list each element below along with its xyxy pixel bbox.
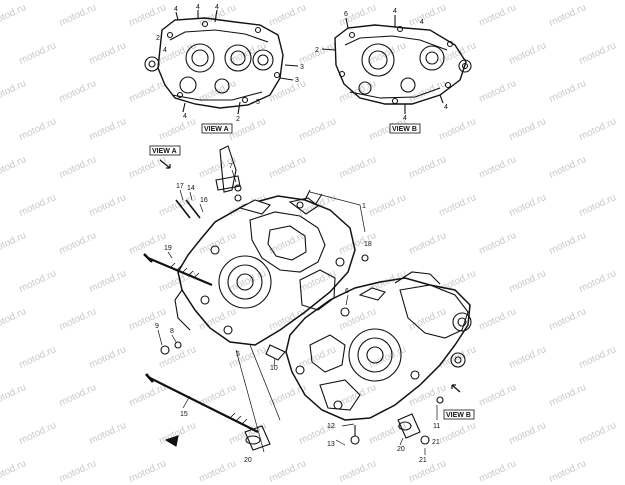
- dowel-sleeves: [244, 413, 421, 451]
- callout-main-17: 20: [397, 446, 405, 453]
- callout-main-1: 17: [176, 183, 184, 190]
- callout-tl-9: 5: [256, 99, 260, 106]
- crankcase-drawing: [143, 9, 475, 455]
- callout-main-2: 14: [187, 185, 195, 192]
- callout-main-19: 5: [236, 351, 240, 358]
- callout-main-0: 1: [362, 203, 366, 210]
- callout-main-14: 15: [180, 411, 188, 418]
- view-b-label-top: VIEW B: [392, 126, 417, 133]
- callout-tl-7: 3: [300, 64, 304, 71]
- callout-main-16: 21: [419, 457, 427, 464]
- leader-lines: [157, 169, 438, 455]
- view-b-label-main: VIEW B: [446, 412, 471, 419]
- callout-main-6: 8: [170, 328, 174, 335]
- callout-main-4: 19: [164, 245, 172, 252]
- crankcase-right-view: [321, 15, 472, 114]
- view-a-tag-top: [201, 123, 233, 134]
- callout-tl-3: 2: [156, 35, 160, 42]
- arrow-marker: [164, 435, 179, 447]
- view-b-tag-top: [389, 123, 421, 134]
- callout-tl-8: 2: [236, 116, 240, 123]
- view-a-label-top: VIEW A: [204, 126, 229, 133]
- callout-tr-5: 4: [444, 104, 448, 111]
- crankcase-left-half: [174, 189, 356, 346]
- callout-tl-4: 4: [163, 47, 167, 54]
- callout-main-7: 7: [229, 163, 233, 170]
- callout-main-13: 13: [327, 441, 335, 448]
- callout-main-12: 12: [327, 423, 335, 430]
- callout-tl-5: 3: [295, 77, 299, 84]
- callout-tr-4: 4: [403, 115, 407, 122]
- long-bolt-lower: [145, 373, 259, 433]
- callout-main-8: 18: [364, 241, 372, 248]
- callout-tr-2: 4: [420, 19, 424, 26]
- callout-main-3: 16: [200, 197, 208, 204]
- callout-tr-1: 4: [393, 8, 397, 15]
- view-b-tag-main: [443, 384, 475, 420]
- callout-main-18: 21: [432, 439, 440, 446]
- callout-tl-1: 4: [196, 4, 200, 11]
- callout-tr-0: 6: [344, 11, 348, 18]
- callout-tl-2: 4: [215, 4, 219, 11]
- crankcase-left-view: [144, 9, 299, 115]
- callout-main-15: 20: [244, 457, 252, 464]
- crankcase-right-half: [285, 271, 472, 421]
- callout-main-11: 11: [433, 423, 440, 430]
- callout-main-5: 9: [155, 323, 159, 330]
- long-bolt-upper: [143, 253, 213, 287]
- callout-main-9: 6: [345, 288, 349, 295]
- callout-tr-3: 2: [315, 47, 319, 54]
- view-a-tag-main: [149, 145, 181, 169]
- view-a-label-main: VIEW A: [152, 148, 177, 155]
- callout-tl-0: 4: [174, 6, 178, 13]
- callout-tl-6: 4: [183, 113, 187, 120]
- callout-main-10: 10: [270, 365, 278, 372]
- small-bolts: [160, 184, 444, 445]
